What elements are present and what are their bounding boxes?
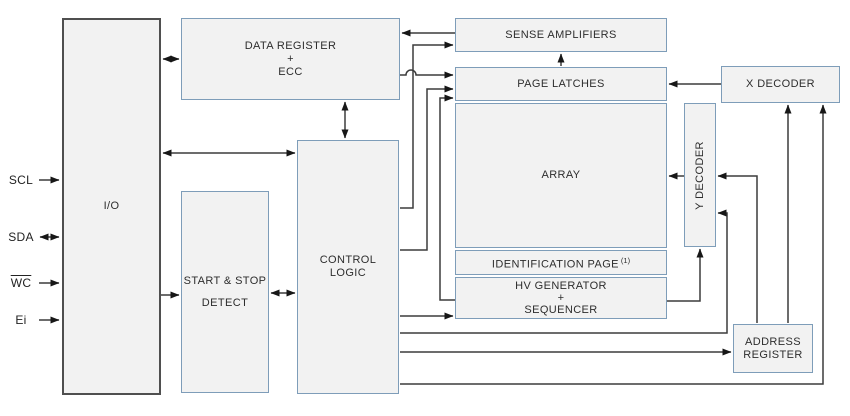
identification-page-footnote: (1) [620, 255, 631, 265]
wire-data-register-to-page-latches [400, 69, 454, 79]
block-identification-page: IDENTIFICATION PAGE(1) [455, 250, 667, 275]
pin-label-scl: SCL [6, 172, 36, 188]
y-decoder-label: Y DECODER [693, 140, 706, 210]
block-control-logic: CONTROL LOGIC [297, 140, 399, 394]
wc-label: WC [10, 276, 32, 290]
scl-label: SCL [8, 173, 34, 187]
x-decoder-label: X DECODER [746, 78, 815, 90]
pin-label-ei: Ei [6, 312, 36, 328]
start-stop-label: START & STOP [183, 275, 267, 287]
wire-address-register-to-y-decoder [717, 172, 758, 323]
block-start-stop-detect: START & STOP DETECT [181, 191, 269, 393]
block-y-decoder: Y DECODER [684, 103, 716, 247]
io-label: I/O [103, 200, 120, 212]
wire-control-logic-to-sense-amplifiers [400, 41, 454, 209]
block-data-register: DATA REGISTER + ECC [181, 18, 400, 100]
wire-control-logic-to-page-latches [400, 85, 454, 251]
sense-amplifiers-label: SENSE AMPLIFIERS [505, 28, 617, 41]
hv-generator-plus: + [557, 292, 565, 304]
block-x-decoder: X DECODER [721, 66, 840, 103]
block-array: ARRAY [455, 103, 667, 248]
block-sense-amplifiers: SENSE AMPLIFIERS [455, 18, 667, 52]
ei-label: Ei [15, 313, 27, 327]
address-register-label-line1: ADDRESS [745, 335, 801, 348]
hv-generator-label: HV GENERATOR [515, 280, 607, 292]
pin-label-wc: WC [6, 275, 36, 291]
sequencer-label: SEQUENCER [524, 304, 598, 316]
block-hv-generator: HV GENERATOR + SEQUENCER [455, 277, 667, 319]
pin-label-sda: SDA [6, 229, 36, 245]
block-io: I/O [62, 18, 161, 395]
identification-page-label: IDENTIFICATION PAGE(1) [491, 255, 631, 271]
data-register-ecc: ECC [278, 65, 303, 78]
wire-hv-generator-to-page-latches [439, 94, 455, 301]
sda-label: SDA [8, 230, 34, 244]
address-register-label-line2: REGISTER [743, 348, 803, 361]
control-logic-label-line1: CONTROL [319, 254, 377, 266]
array-label: ARRAY [541, 169, 581, 181]
detect-label: DETECT [201, 297, 249, 309]
data-register-plus: + [287, 52, 294, 65]
block-address-register: ADDRESS REGISTER [733, 324, 813, 373]
data-register-label: DATA REGISTER [244, 39, 337, 52]
block-page-latches: PAGE LATCHES [455, 67, 667, 101]
wire-hv-generator-to-y-decoder [667, 248, 704, 302]
control-logic-label-line2: LOGIC [329, 267, 367, 279]
page-latches-label: PAGE LATCHES [517, 77, 605, 90]
